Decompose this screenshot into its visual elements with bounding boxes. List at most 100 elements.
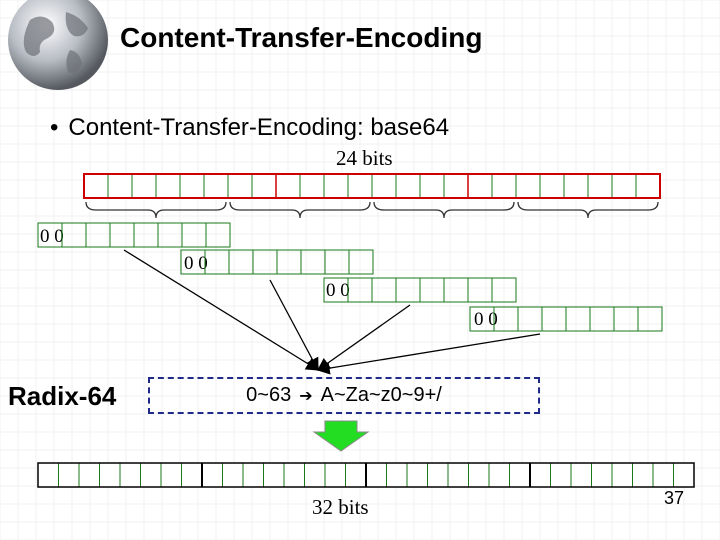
bit-cell xyxy=(133,222,159,248)
arrow xyxy=(123,249,320,371)
bit-cell xyxy=(509,462,531,488)
bit-cell xyxy=(252,249,278,275)
bit-cell xyxy=(591,462,613,488)
bit-cell xyxy=(515,173,541,199)
bit-cell xyxy=(467,277,493,303)
group-prefix-3: 0 0 xyxy=(326,280,350,301)
bullet-marker: • xyxy=(50,114,59,141)
bullet-item: • Content-Transfer-Encoding: base64 xyxy=(50,114,449,142)
brace xyxy=(373,201,515,219)
bit-cell xyxy=(251,173,277,199)
mapping-box: 0~63 ➔ A~Za~z0~9+/ xyxy=(148,377,540,414)
bit-cell xyxy=(491,277,517,303)
register-border xyxy=(37,462,695,488)
bit-cell xyxy=(283,462,305,488)
bit-cell xyxy=(365,462,387,488)
bit-cell xyxy=(427,462,449,488)
bit-cell xyxy=(395,173,421,199)
bit-cell xyxy=(160,462,182,488)
bit-cell xyxy=(541,306,567,332)
bit-cell xyxy=(304,462,326,488)
top-24bit-register xyxy=(83,173,661,199)
bit-cell xyxy=(345,462,367,488)
bit-cell xyxy=(443,277,469,303)
bit-cell xyxy=(539,173,565,199)
arrow xyxy=(269,279,319,372)
six-bit-groups: 0 0 0 0 0 0 0 0 xyxy=(37,222,663,332)
group-prefix-4: 0 0 xyxy=(474,309,498,330)
bit-cell xyxy=(673,462,695,488)
bit-cell xyxy=(203,173,229,199)
bit-cell xyxy=(419,173,445,199)
bit-cell xyxy=(83,173,109,199)
bottom-bits-label: 32 bits xyxy=(312,495,369,519)
bit-cell xyxy=(99,462,121,488)
bit-cell xyxy=(61,222,87,248)
slide-title: Content-Transfer-Encoding xyxy=(120,22,483,53)
bit-cell xyxy=(119,462,141,488)
bit-cell xyxy=(276,249,302,275)
bit-cell xyxy=(204,249,230,275)
radix-64-label: Radix-64 xyxy=(8,381,117,411)
bit-cell xyxy=(228,249,254,275)
bit-cell xyxy=(155,173,181,199)
page-number: 37 xyxy=(664,488,685,508)
bit-cell xyxy=(222,462,244,488)
bit-cell xyxy=(58,462,80,488)
top-bits-label: 24 bits xyxy=(336,146,393,170)
bit-cell xyxy=(419,277,445,303)
bit-cell xyxy=(157,222,183,248)
group-prefix-1: 0 0 xyxy=(40,226,64,247)
bit-cell xyxy=(386,462,408,488)
bit-cell xyxy=(275,173,301,199)
bit-cell xyxy=(570,462,592,488)
down-arrow-icon xyxy=(312,420,370,452)
brace xyxy=(229,201,371,219)
arrow xyxy=(316,333,541,375)
right-arrow-icon: ➔ xyxy=(299,387,313,405)
bit-cell xyxy=(611,462,633,488)
bit-cell xyxy=(227,173,253,199)
bit-cell xyxy=(78,462,100,488)
bit-cell xyxy=(447,462,469,488)
arrow xyxy=(316,304,411,371)
bit-cell xyxy=(395,277,421,303)
register-border xyxy=(83,173,661,199)
bit-cell xyxy=(179,173,205,199)
bit-cell xyxy=(529,462,551,488)
bit-cell xyxy=(140,462,162,488)
bit-cell xyxy=(201,462,223,488)
bit-cell xyxy=(109,222,135,248)
bit-cell xyxy=(348,249,374,275)
bit-cell xyxy=(324,249,350,275)
brace xyxy=(85,201,227,219)
bit-cell xyxy=(37,462,59,488)
bit-cell xyxy=(205,222,231,248)
bit-cell xyxy=(467,173,493,199)
bit-cell xyxy=(406,462,428,488)
bit-cell xyxy=(637,306,663,332)
bit-cell xyxy=(181,462,203,488)
bit-cell xyxy=(517,306,543,332)
bit-cell xyxy=(181,222,207,248)
bit-cell xyxy=(347,173,373,199)
bit-cell xyxy=(242,462,264,488)
bit-cell xyxy=(299,173,325,199)
bit-cell xyxy=(635,173,661,199)
bit-cell xyxy=(443,173,469,199)
bit-cell xyxy=(263,462,285,488)
bit-cell xyxy=(488,462,510,488)
converging-arrows xyxy=(123,249,541,375)
bit-cell xyxy=(107,173,133,199)
bit-cell xyxy=(550,462,572,488)
bit-cell xyxy=(347,277,373,303)
bottom-32bit-register xyxy=(37,462,695,488)
bit-cell xyxy=(613,306,639,332)
bullet-text: Content-Transfer-Encoding: base64 xyxy=(68,114,450,141)
mapping-range: 0~63 xyxy=(246,384,292,406)
bit-cell xyxy=(131,173,157,199)
bit-cell xyxy=(563,173,589,199)
bit-cell xyxy=(300,249,326,275)
bit-cell xyxy=(652,462,674,488)
